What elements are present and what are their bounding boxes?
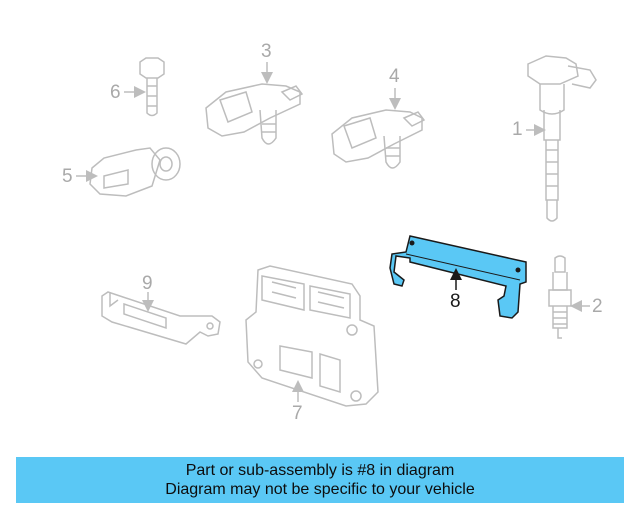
part-4-sensor[interactable] (331, 109, 426, 169)
banner-line-2: Diagram may not be specific to your vehi… (165, 481, 475, 498)
part-3-sensor[interactable] (205, 83, 304, 145)
callout-2: 2 (592, 296, 603, 317)
part-5-sensor[interactable] (89, 147, 181, 197)
callout-1: 1 (512, 119, 523, 140)
callout-5: 5 (62, 166, 73, 187)
part-info-banner: Part or sub-assembly is #8 in diagram Di… (16, 457, 624, 503)
part-7-ecu[interactable] (245, 265, 379, 407)
callout-9: 9 (142, 273, 153, 294)
callout-4: 4 (389, 66, 400, 87)
part-9-bracket[interactable] (101, 291, 221, 345)
callout-7: 7 (292, 403, 303, 424)
callout-8: 8 (450, 291, 461, 312)
callout-6: 6 (110, 82, 121, 103)
banner-line-1: Part or sub-assembly is #8 in diagram (185, 462, 455, 479)
part-2-spark-plug[interactable] (548, 255, 572, 339)
part-1-ignition-coil[interactable] (527, 55, 597, 222)
part-6-bolt[interactable] (139, 57, 165, 117)
part-8-bracket[interactable] (389, 235, 527, 319)
callout-3: 3 (261, 41, 272, 62)
